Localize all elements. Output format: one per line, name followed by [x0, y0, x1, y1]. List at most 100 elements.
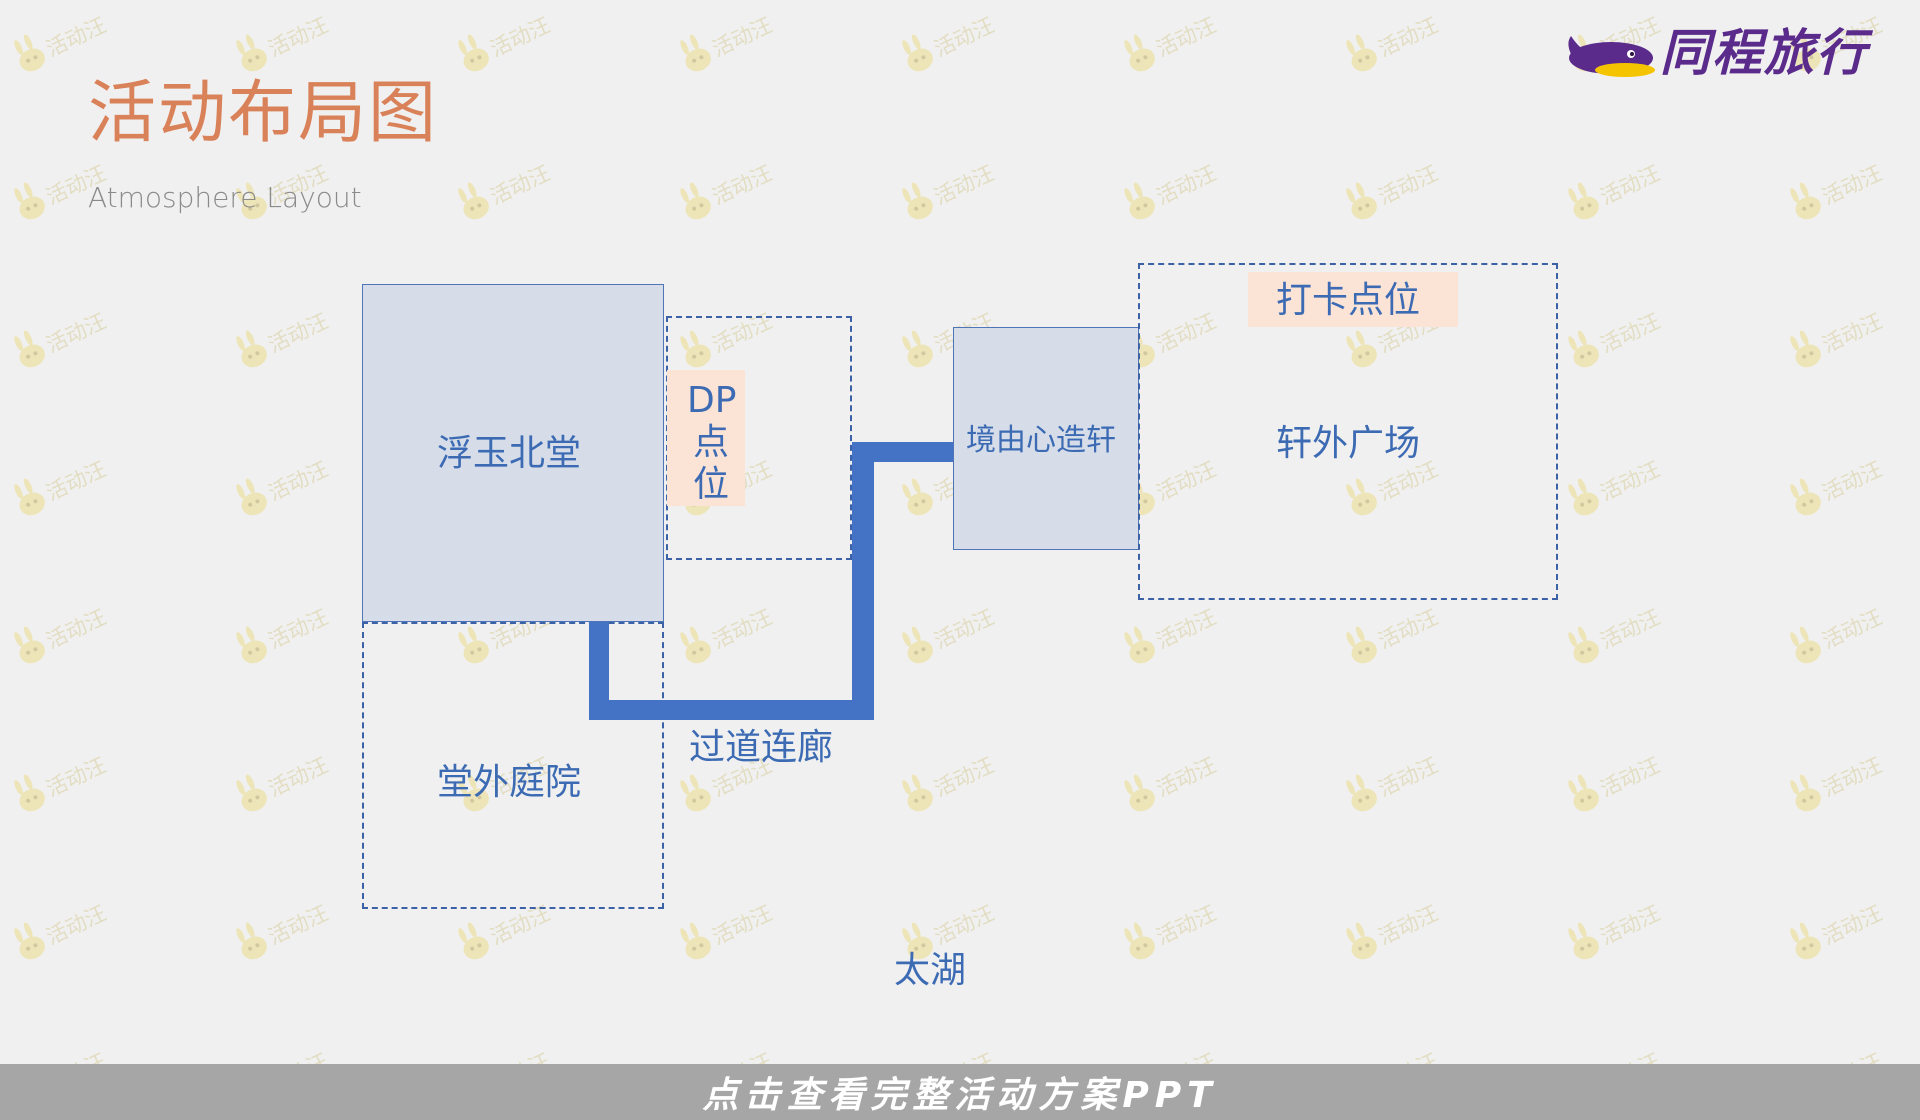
svg-text:活动汪: 活动汪 [931, 753, 998, 801]
bunny-mascot-watermark-icon: 活动汪 [1339, 737, 1456, 820]
bunny-mascot-watermark-icon: 活动汪 [1117, 145, 1234, 228]
bunny-mascot-watermark-icon: 活动汪 [673, 885, 790, 968]
label-checkin-spot: 打卡点位 [1276, 280, 1421, 321]
svg-text:活动汪: 活动汪 [1375, 901, 1442, 949]
zone-pavilion-square [1138, 263, 1558, 600]
bunny-mascot-watermark-icon: 活动汪 [673, 0, 790, 79]
svg-text:活动汪: 活动汪 [1597, 605, 1664, 653]
page-subtitle: Atmosphere Layout [88, 181, 362, 214]
svg-text:活动汪: 活动汪 [1819, 901, 1886, 949]
bunny-mascot-watermark-icon: 活动汪 [1339, 145, 1456, 228]
svg-text:活动汪: 活动汪 [1597, 753, 1664, 801]
zone-hall-courtyard [362, 622, 664, 909]
svg-text:活动汪: 活动汪 [1375, 161, 1442, 209]
bunny-mascot-watermark-icon: 活动汪 [895, 589, 1012, 672]
corridor-segment-up [852, 442, 874, 720]
bunny-mascot-watermark-icon: 活动汪 [1783, 293, 1900, 376]
svg-text:活动汪: 活动汪 [265, 309, 332, 357]
bunny-mascot-watermark-icon: 活动汪 [1783, 441, 1900, 524]
svg-text:活动汪: 活动汪 [931, 161, 998, 209]
bunny-mascot-watermark-icon: 活动汪 [229, 885, 346, 968]
label-jingyou-pavilion: 境由心造轩 [966, 423, 1116, 458]
svg-text:活动汪: 活动汪 [1597, 309, 1664, 357]
bunny-mascot-watermark-icon: 活动汪 [1339, 885, 1456, 968]
svg-text:活动汪: 活动汪 [1819, 309, 1886, 357]
banner-text: 点击查看完整活动方案PPT [702, 1075, 1218, 1116]
svg-text:活动汪: 活动汪 [43, 901, 110, 949]
svg-text:活动汪: 活动汪 [931, 605, 998, 653]
label-lake: 太湖 [894, 950, 967, 991]
svg-text:活动汪: 活动汪 [931, 901, 998, 949]
svg-text:活动汪: 活动汪 [265, 901, 332, 949]
svg-text:活动汪: 活动汪 [1153, 901, 1220, 949]
svg-text:活动汪: 活动汪 [265, 753, 332, 801]
svg-text:活动汪: 活动汪 [1819, 161, 1886, 209]
svg-text:活动汪: 活动汪 [1153, 13, 1220, 61]
svg-text:活动汪: 活动汪 [1375, 13, 1442, 61]
label-dp-spot-line-1: DP [687, 380, 737, 421]
zone-fuyu-north-hall [362, 284, 664, 622]
svg-text:活动汪: 活动汪 [709, 161, 776, 209]
bunny-mascot-watermark-icon: 活动汪 [1561, 145, 1678, 228]
corridor-segment-horizontal [589, 700, 874, 720]
bunny-mascot-watermark-icon: 活动汪 [895, 145, 1012, 228]
label-pavilion-square: 轩外广场 [1276, 423, 1421, 464]
bunny-mascot-watermark-icon: 活动汪 [7, 737, 124, 820]
svg-text:活动汪: 活动汪 [1597, 161, 1664, 209]
bunny-mascot-watermark-icon: 活动汪 [1339, 0, 1456, 79]
svg-text:活动汪: 活动汪 [1597, 901, 1664, 949]
bunny-mascot-watermark-icon: 活动汪 [229, 737, 346, 820]
svg-text:活动汪: 活动汪 [1819, 605, 1886, 653]
bunny-mascot-watermark-icon: 活动汪 [229, 441, 346, 524]
bunny-mascot-watermark-icon: 活动汪 [1117, 589, 1234, 672]
bunny-mascot-watermark-icon: 活动汪 [451, 0, 568, 79]
svg-text:活动汪: 活动汪 [265, 605, 332, 653]
svg-text:活动汪: 活动汪 [1597, 457, 1664, 505]
svg-text:活动汪: 活动汪 [265, 13, 332, 61]
bunny-mascot-watermark-icon: 活动汪 [1117, 0, 1234, 79]
svg-text:活动汪: 活动汪 [1819, 457, 1886, 505]
label-dp-spot-line-2: 点 [692, 422, 729, 463]
tongcheng-whale-logo-icon [1568, 36, 1655, 77]
svg-text:活动汪: 活动汪 [709, 605, 776, 653]
bunny-mascot-watermark-icon: 活动汪 [1561, 589, 1678, 672]
bunny-mascot-watermark-icon: 活动汪 [1783, 145, 1900, 228]
bunny-mascot-watermark-icon: 活动汪 [673, 589, 790, 672]
label-corridor: 过道连廊 [689, 727, 834, 768]
svg-text:活动汪: 活动汪 [931, 13, 998, 61]
svg-text:活动汪: 活动汪 [43, 457, 110, 505]
label-hall-courtyard: 堂外庭院 [437, 762, 582, 803]
label-dp-spot: DP 点 位 [687, 380, 737, 506]
brand-logo-text: 同程旅行 [1660, 24, 1868, 82]
corridor-segment-to-pavilion [852, 442, 953, 462]
bunny-mascot-watermark-icon: 活动汪 [1339, 589, 1456, 672]
bunny-mascot-watermark-icon: 活动汪 [1783, 589, 1900, 672]
bunny-mascot-watermark-icon: 活动汪 [673, 145, 790, 228]
bunny-mascot-watermark-icon: 活动汪 [1783, 885, 1900, 968]
svg-text:活动汪: 活动汪 [265, 457, 332, 505]
dp-spot-highlight [667, 370, 745, 506]
label-fuyu-north-hall: 浮玉北堂 [437, 433, 582, 474]
bunny-mascot-watermark-icon: 活动汪 [7, 441, 124, 524]
bunny-mascot-watermark-icon: 活动汪 [7, 589, 124, 672]
checkin-spot-highlight [1248, 272, 1458, 327]
bunny-mascot-watermark-icon: 活动汪 [1117, 737, 1234, 820]
svg-text:活动汪: 活动汪 [487, 13, 554, 61]
bunny-mascot-watermark-icon: 活动汪 [229, 0, 346, 79]
svg-text:活动汪: 活动汪 [43, 13, 110, 61]
svg-text:活动汪: 活动汪 [709, 13, 776, 61]
svg-text:活动汪: 活动汪 [1375, 753, 1442, 801]
svg-text:活动汪: 活动汪 [487, 161, 554, 209]
svg-text:活动汪: 活动汪 [1153, 605, 1220, 653]
bunny-mascot-watermark-icon: 活动汪 [1561, 441, 1678, 524]
brand-logo: 同程旅行 [1565, 22, 1875, 88]
svg-text:活动汪: 活动汪 [709, 901, 776, 949]
page-title: 活动布局图 [88, 74, 439, 153]
view-full-plan-banner[interactable]: 点击查看完整活动方案PPT [0, 1064, 1920, 1120]
svg-text:活动汪: 活动汪 [43, 605, 110, 653]
bunny-mascot-watermark-icon: 活动汪 [1117, 885, 1234, 968]
svg-text:活动汪: 活动汪 [1375, 605, 1442, 653]
bunny-mascot-watermark-icon: 活动汪 [1561, 737, 1678, 820]
svg-text:活动汪: 活动汪 [43, 309, 110, 357]
svg-text:活动汪: 活动汪 [1819, 753, 1886, 801]
